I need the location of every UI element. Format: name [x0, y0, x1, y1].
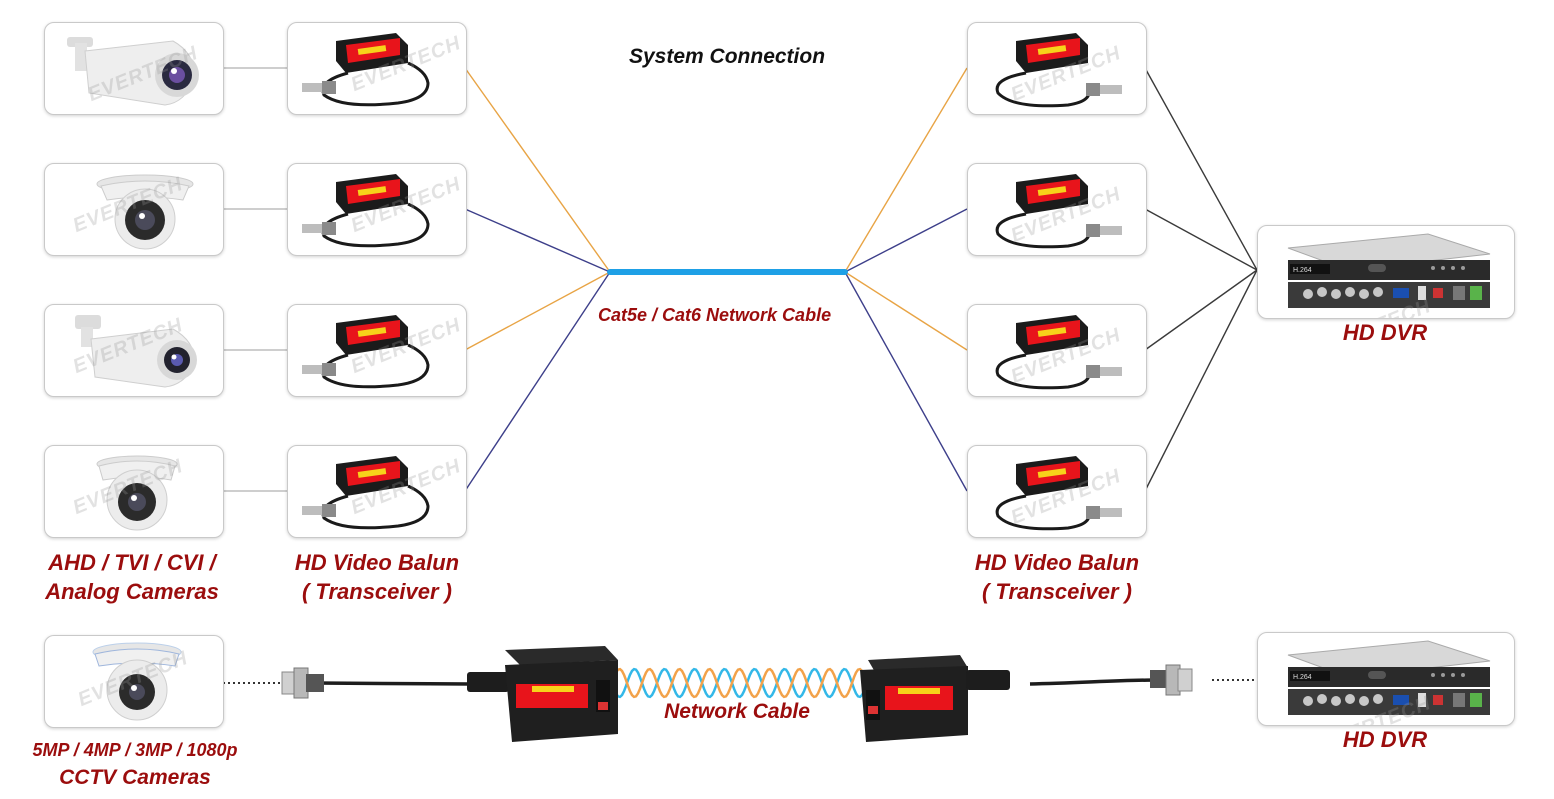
cctv-label-line2: CCTV Cameras: [59, 766, 211, 789]
balun-left-box-1: EVERTECH: [287, 22, 467, 115]
balun-right-box-2: EVERTECH: [967, 163, 1147, 256]
cameras-label-line2: Analog Cameras: [45, 579, 219, 604]
cctv-label-line1: 5MP / 4MP / 3MP / 1080p: [32, 740, 238, 760]
dvr-top-label: HD DVR: [1342, 320, 1428, 345]
bnc-connector-icon: [1150, 664, 1193, 696]
diagram-title: System Connection: [629, 45, 826, 68]
svg-text:H.264: H.264: [1293, 674, 1312, 681]
dvr-box-bottom: H.264 EVERTECH: [1257, 632, 1515, 726]
camera-box-4: EVERTECH: [44, 445, 224, 538]
video-balun-icon: [860, 655, 1010, 742]
balun-left-box-2: EVERTECH: [287, 163, 467, 256]
video-balun-icon: [302, 315, 430, 389]
video-balun-icon: [302, 33, 430, 107]
video-balun-icon: [302, 174, 430, 248]
video-balun-icon: [995, 174, 1122, 249]
video-balun-icon: [467, 646, 618, 742]
camera-box-1: EVERTECH: [44, 22, 224, 115]
svg-text:H.264: H.264: [1293, 267, 1312, 274]
balun-right-label-line1: HD Video Balun: [974, 550, 1140, 575]
balun-left-label: HD Video Balun ( Transceiver ): [277, 548, 477, 606]
dvr-box-top: H.264 EVERTECH: [1257, 225, 1515, 319]
balun-left-box-4: EVERTECH: [287, 445, 467, 538]
balun-right-label-line2: ( Transceiver ): [981, 579, 1132, 604]
dome-camera-icon: [92, 642, 182, 721]
camera-box-3: EVERTECH: [44, 304, 224, 397]
cable-label: Cat5e / Cat6 Network Cable: [598, 305, 832, 325]
dome-camera-icon: [96, 174, 194, 250]
video-balun-icon: [995, 33, 1122, 108]
video-balun-icon: [302, 456, 430, 530]
dvr-recorder-icon: H.264: [1287, 233, 1491, 308]
balun-right-box-1: EVERTECH: [967, 22, 1147, 115]
dome-camera-icon: [96, 455, 178, 531]
dvr-recorder-icon: H.264: [1287, 640, 1491, 715]
dvr-bottom-label: HD DVR: [1342, 727, 1428, 752]
balun-left-label-line1: HD Video Balun: [294, 550, 460, 575]
video-balun-icon: [995, 456, 1122, 531]
bullet-camera-icon: [75, 315, 197, 388]
balun-right-box-3: EVERTECH: [967, 304, 1147, 397]
cctv-label: 5MP / 4MP / 3MP / 1080p CCTV Cameras: [10, 736, 260, 792]
camera-box-5: EVERTECH: [44, 635, 224, 728]
balun-right-box-4: EVERTECH: [967, 445, 1147, 538]
twisted-pair-cable: [610, 667, 868, 699]
network-cable-label: Network Cable: [664, 700, 810, 723]
cameras-label: AHD / TVI / CVI / Analog Cameras: [32, 548, 232, 606]
bullet-camera-icon: [67, 37, 199, 106]
bnc-connector-icon: [281, 667, 324, 699]
video-balun-icon: [995, 315, 1122, 390]
balun-left-label-line2: ( Transceiver ): [301, 579, 452, 604]
camera-box-2: EVERTECH: [44, 163, 224, 256]
balun-right-label: HD Video Balun ( Transceiver ): [957, 548, 1157, 606]
balun-left-box-3: EVERTECH: [287, 304, 467, 397]
cameras-label-line1: AHD / TVI / CVI /: [48, 550, 216, 575]
